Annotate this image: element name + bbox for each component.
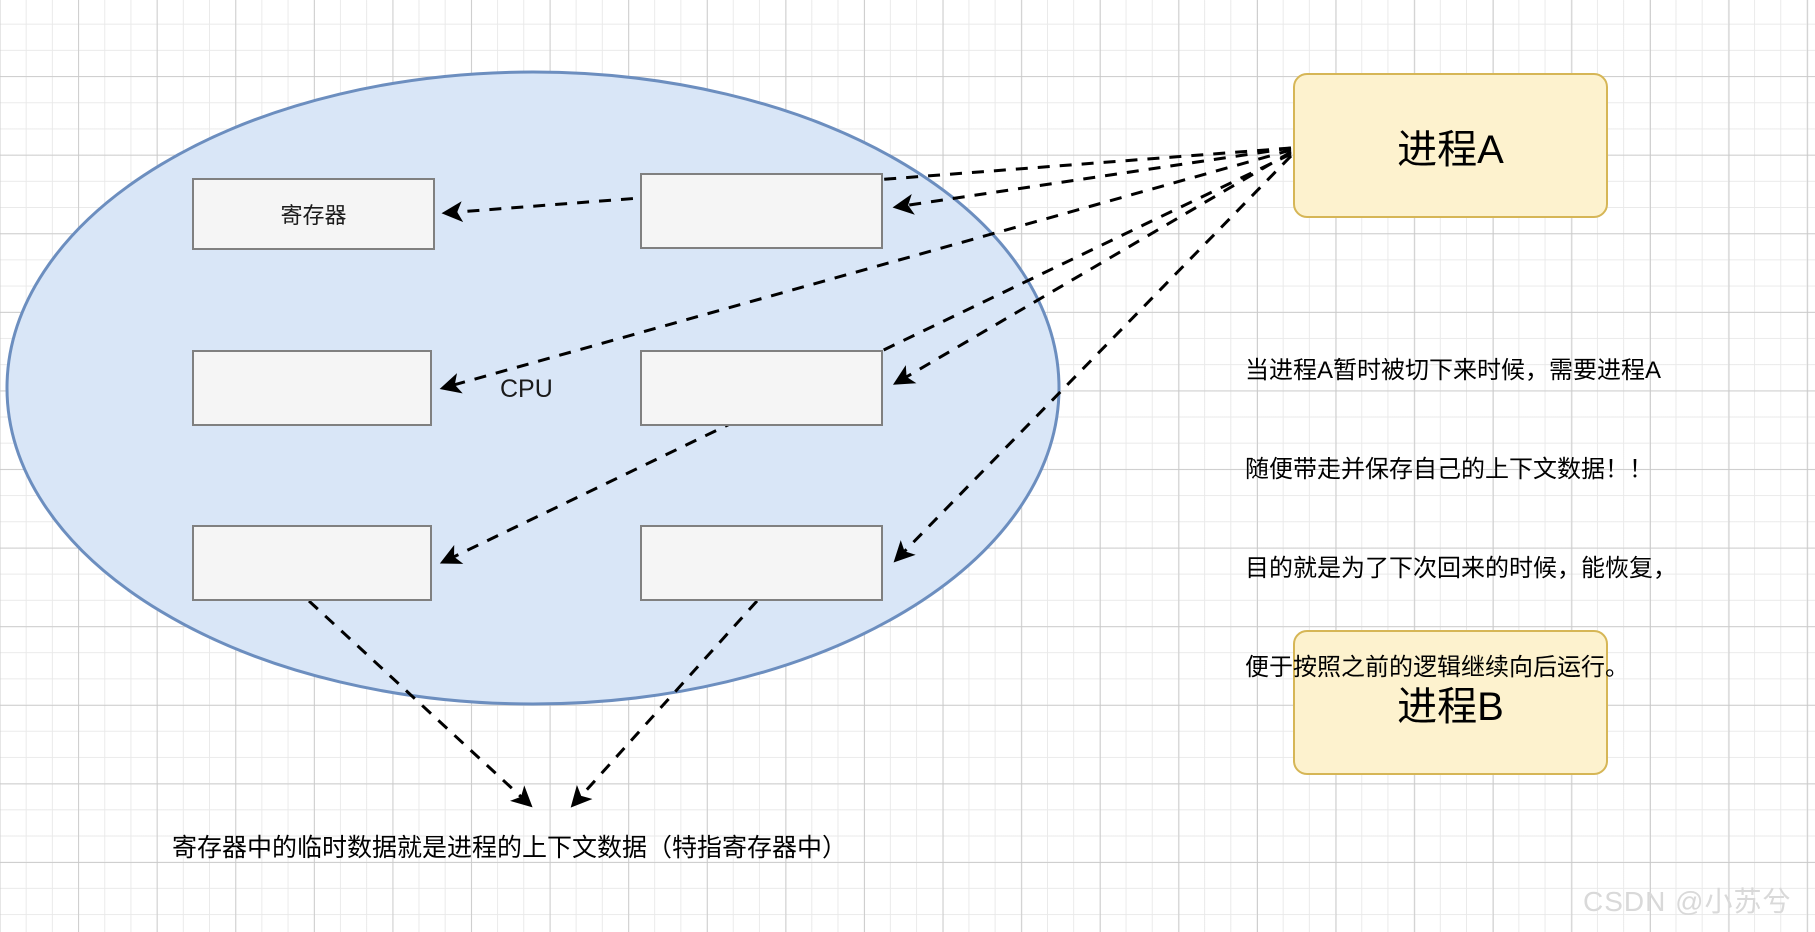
context-switch-note-line-2: 随便带走并保存自己的上下文数据！！: [1245, 456, 1653, 483]
register-box-4[interactable]: [640, 350, 883, 426]
register-box-2[interactable]: [640, 173, 883, 249]
cpu-label: CPU: [500, 375, 553, 403]
csdn-watermark: CSDN @小苏兮: [1583, 886, 1792, 917]
arrow-register-6-to-caption: [570, 599, 759, 808]
register-box-5[interactable]: [192, 525, 432, 601]
register-box-6[interactable]: [640, 525, 883, 601]
process-b-box[interactable]: 进程B: [1293, 630, 1608, 775]
context-switch-note-line-4: 便于按照之前的逻辑继续向后运行。: [1245, 654, 1629, 681]
context-switch-note-line-1: 当进程A暂时被切下来时候，需要进程A: [1245, 357, 1662, 384]
arrow-process-a-to-register-4: [892, 150, 1292, 385]
context-switch-note-line-3: 目的就是为了下次回来的时候，能恢复，: [1245, 555, 1677, 582]
arrow-process-a-to-register-3: [439, 148, 1292, 394]
register-box-1[interactable]: 寄存器: [192, 178, 435, 250]
bottom-caption: 寄存器中的临时数据就是进程的上下文数据（特指寄存器中）: [172, 834, 848, 862]
arrow-process-a-to-register-6: [893, 154, 1293, 563]
arrow-process-a-to-register-2: [892, 146, 1292, 215]
process-b-label: 进程B: [1397, 684, 1504, 729]
register-box-1-label: 寄存器: [280, 203, 347, 228]
context-switch-note: 当进程A暂时被切下来时候，需要进程A 随便带走并保存自己的上下文数据！！ 目的就…: [1245, 288, 1677, 750]
arrow-register-5-to-caption: [307, 599, 533, 808]
process-a-label: 进程A: [1397, 127, 1504, 172]
register-box-3[interactable]: [192, 350, 432, 426]
process-a-box[interactable]: 进程A: [1293, 73, 1608, 218]
